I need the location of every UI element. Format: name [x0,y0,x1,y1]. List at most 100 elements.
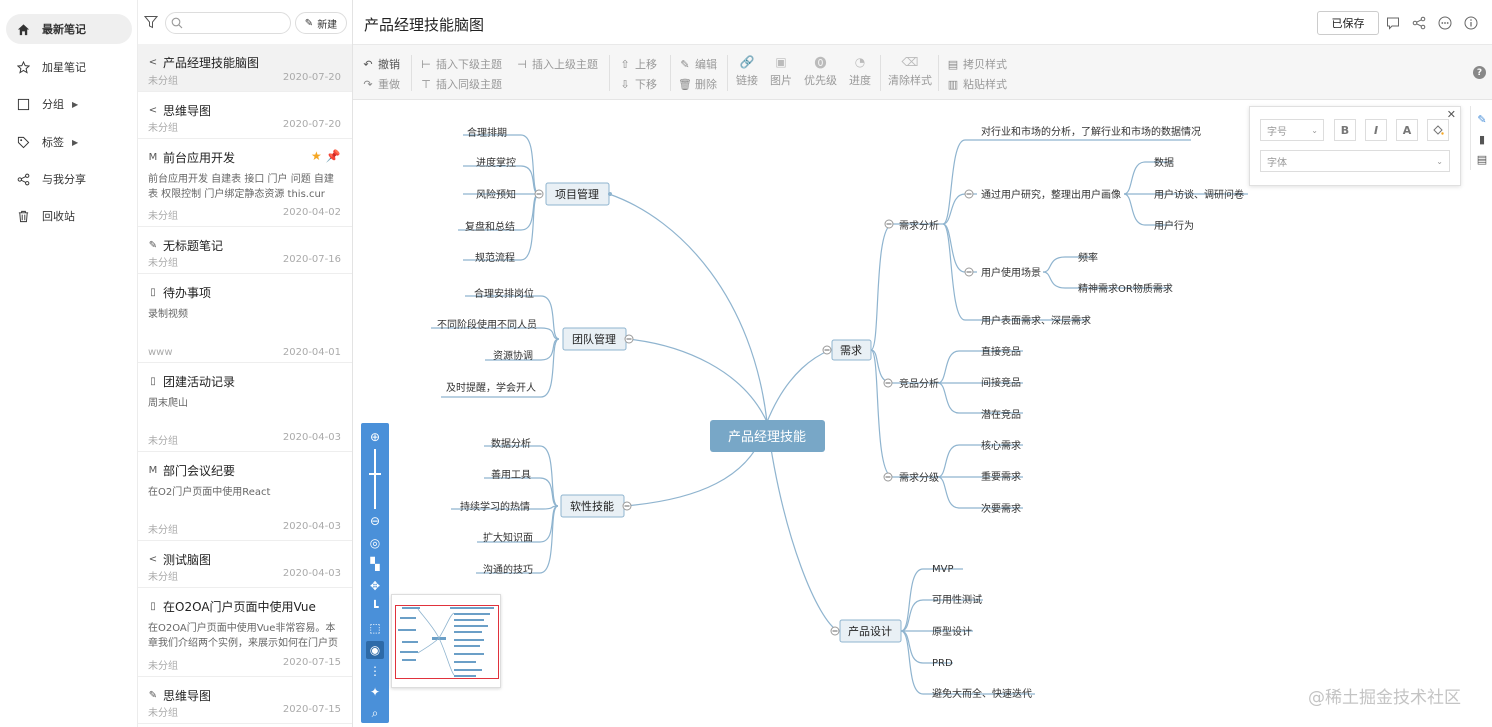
topic-label[interactable]: 数据分析 [491,437,531,450]
zoom-in-icon[interactable]: ⊕ [369,430,381,444]
share-icon[interactable] [1411,15,1427,31]
help-icon[interactable]: ? [1473,66,1486,79]
clear-style-button[interactable]: ⌫清除样式 [888,55,932,88]
hierarchy-icon[interactable]: ┗ [371,600,379,614]
topic-label[interactable]: 风险预知 [476,188,516,201]
expand-tree-icon[interactable]: ⋮ [369,664,381,678]
topic-label[interactable]: 合理排期 [467,126,507,139]
zoom-slider-track[interactable] [374,449,376,509]
zoom-out-icon[interactable]: ⊖ [369,514,381,528]
new-note-button[interactable]: ✎ 新建 [295,12,347,34]
select-icon[interactable]: ⬚ [369,621,381,635]
topic-label[interactable]: 用户行为 [1154,219,1194,232]
topic-node-requirements[interactable] [831,339,872,361]
topic-label[interactable]: 避免大而全、快速迭代 [932,687,1032,700]
topic-label[interactable]: 直接竞品 [981,345,1021,358]
topic-label[interactable]: 资源协调 [493,349,533,362]
link-button[interactable]: 🔗链接 [736,55,758,88]
brush-icon[interactable]: ✎ [1477,112,1487,126]
font-size-select[interactable]: 字号 ⌄ [1260,119,1324,141]
insert-child-button[interactable]: ⊢插入下级主题 [420,56,502,72]
undo-button[interactable]: ↶撤销 [362,56,400,72]
topic-label[interactable]: 间接竞品 [981,376,1021,389]
topic-label[interactable]: 需求分析 [899,219,939,232]
mindmap-canvas[interactable]: 产品经理技能 项目管理 团队管理 软性技能 需求 产品设计 [353,100,1492,727]
bookmark-icon[interactable]: ▮ [1478,132,1486,146]
topic-label[interactable]: 潜在竞品 [981,408,1021,421]
topic-node-design[interactable] [839,619,902,643]
magic-wand-icon[interactable]: ✦ [369,685,381,699]
topic-label[interactable]: 合理安排岗位 [474,287,534,300]
move-icon[interactable]: ✥ [369,579,381,593]
topic-label[interactable]: 原型设计 [932,625,972,638]
topic-label[interactable]: 善用工具 [491,468,531,481]
root-node[interactable] [710,420,825,452]
topic-label[interactable]: MVP [932,564,954,575]
topic-label[interactable]: 用户使用场景 [981,266,1041,279]
topic-label[interactable]: 频率 [1078,251,1098,264]
topic-label[interactable]: 次要需求 [981,502,1021,515]
nav-item-groups[interactable]: 分组 ▶ [6,89,132,119]
move-up-button[interactable]: ⇧上移 [619,56,657,72]
paste-style-button[interactable]: ▥粘贴样式 [947,76,1007,92]
edit-button[interactable]: ✎编辑 [679,56,717,72]
fill-color-icon[interactable] [1427,119,1449,141]
notes-icon[interactable]: ▤ [1476,152,1488,166]
topic-label[interactable]: 复盘和总结 [465,220,515,233]
locate-icon[interactable]: ◎ [369,536,381,550]
insert-sibling-button[interactable]: ⊤插入同级主题 [420,76,502,92]
move-down-button[interactable]: ⇩下移 [619,76,657,92]
topic-label[interactable]: 用户访谈、调研问卷 [1154,188,1244,201]
zoom-slider-handle[interactable] [369,473,381,475]
minimap[interactable] [391,594,501,688]
nav-item-shared[interactable]: 与我分享 [6,164,132,194]
font-color-button[interactable]: A [1396,119,1418,141]
nav-item-tags[interactable]: 标签 ▶ [6,127,132,157]
topic-label[interactable]: 沟通的技巧 [483,563,533,576]
topic-label[interactable]: 规范流程 [475,251,515,264]
topic-label[interactable]: 核心需求 [981,439,1021,452]
info-icon[interactable] [1463,15,1479,31]
search-box[interactable] [165,12,291,34]
topic-label[interactable]: 不同阶段使用不同人员 [437,318,537,331]
image-button[interactable]: ▣图片 [770,55,792,88]
topic-label[interactable]: 对行业和市场的分析，了解行业和市场的数据情况 [981,125,1201,138]
nav-item-latest[interactable]: 最新笔记 [6,14,132,44]
layout-icon[interactable]: ▚ [370,557,380,571]
topic-label[interactable]: 可用性测试 [932,593,982,606]
search-icon[interactable]: ⌕ [371,705,379,720]
search-input[interactable] [186,15,286,31]
topic-label[interactable]: 需求分级 [899,472,939,484]
nav-item-starred[interactable]: 加星笔记 [6,52,132,82]
saved-button[interactable]: 已保存 [1317,11,1379,35]
note-item[interactable]: ▯在O2OA门户页面中使用Vue 在O2OA门户页面中使用Vue非常容易。本章我… [138,588,352,677]
topic-label[interactable]: 及时提醒，学会开人 [446,381,536,394]
topic-label[interactable]: 精神需求OR物质需求 [1078,282,1173,295]
page-title[interactable]: 产品经理技能脑图 [364,16,485,34]
topic-label[interactable]: 用户表面需求、深层需求 [981,314,1091,327]
topic-label[interactable]: 通过用户研究，整理出用户画像 [981,188,1121,201]
progress-button[interactable]: ◔进度 [849,55,871,88]
redo-button[interactable]: ↷重做 [362,76,400,92]
more-icon[interactable] [1437,15,1453,31]
font-family-select[interactable]: 字体 ⌄ [1260,150,1450,172]
topic-label[interactable]: 持续学习的热情 [460,500,530,513]
comment-icon[interactable] [1385,15,1401,31]
nav-item-trash[interactable]: 回收站 [6,201,132,231]
preview-eye-icon[interactable]: ◉ [366,641,384,659]
minimap-viewport[interactable] [395,605,499,679]
italic-button[interactable]: I [1365,119,1387,141]
close-icon[interactable]: ✕ [1446,108,1456,121]
topic-label[interactable]: 竞品分析 [899,377,939,390]
topic-label[interactable]: 重要需求 [981,470,1021,483]
topic-label[interactable]: 扩大知识面 [483,531,533,544]
topic-label[interactable]: 进度掌控 [476,156,516,169]
topic-label[interactable]: 数据 [1154,156,1174,169]
